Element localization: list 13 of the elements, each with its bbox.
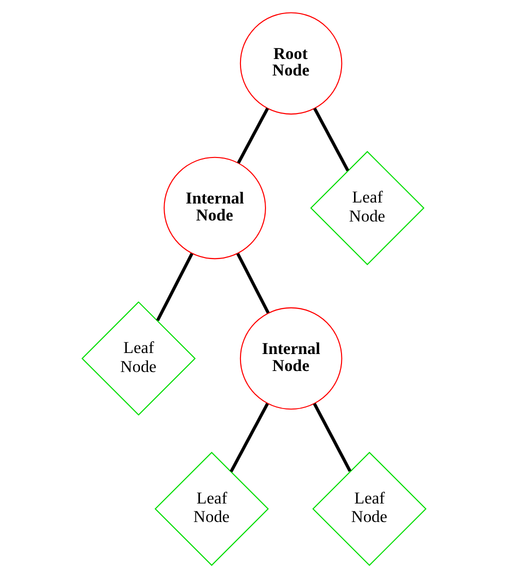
node-diamond: Leaf Node <box>312 452 426 566</box>
connector <box>236 108 268 164</box>
node-circle: Internal Node <box>239 307 342 410</box>
connector <box>312 108 349 172</box>
node-diamond: Leaf Node <box>310 150 424 266</box>
node-diamond: Leaf Node <box>80 301 196 416</box>
connector <box>236 252 270 314</box>
node-circle: Internal Node <box>163 156 266 260</box>
node-circle: Root Node <box>239 12 342 115</box>
connector <box>156 252 193 322</box>
connector <box>229 402 268 472</box>
connector <box>312 402 351 472</box>
node-diamond: Leaf Node <box>154 452 268 566</box>
